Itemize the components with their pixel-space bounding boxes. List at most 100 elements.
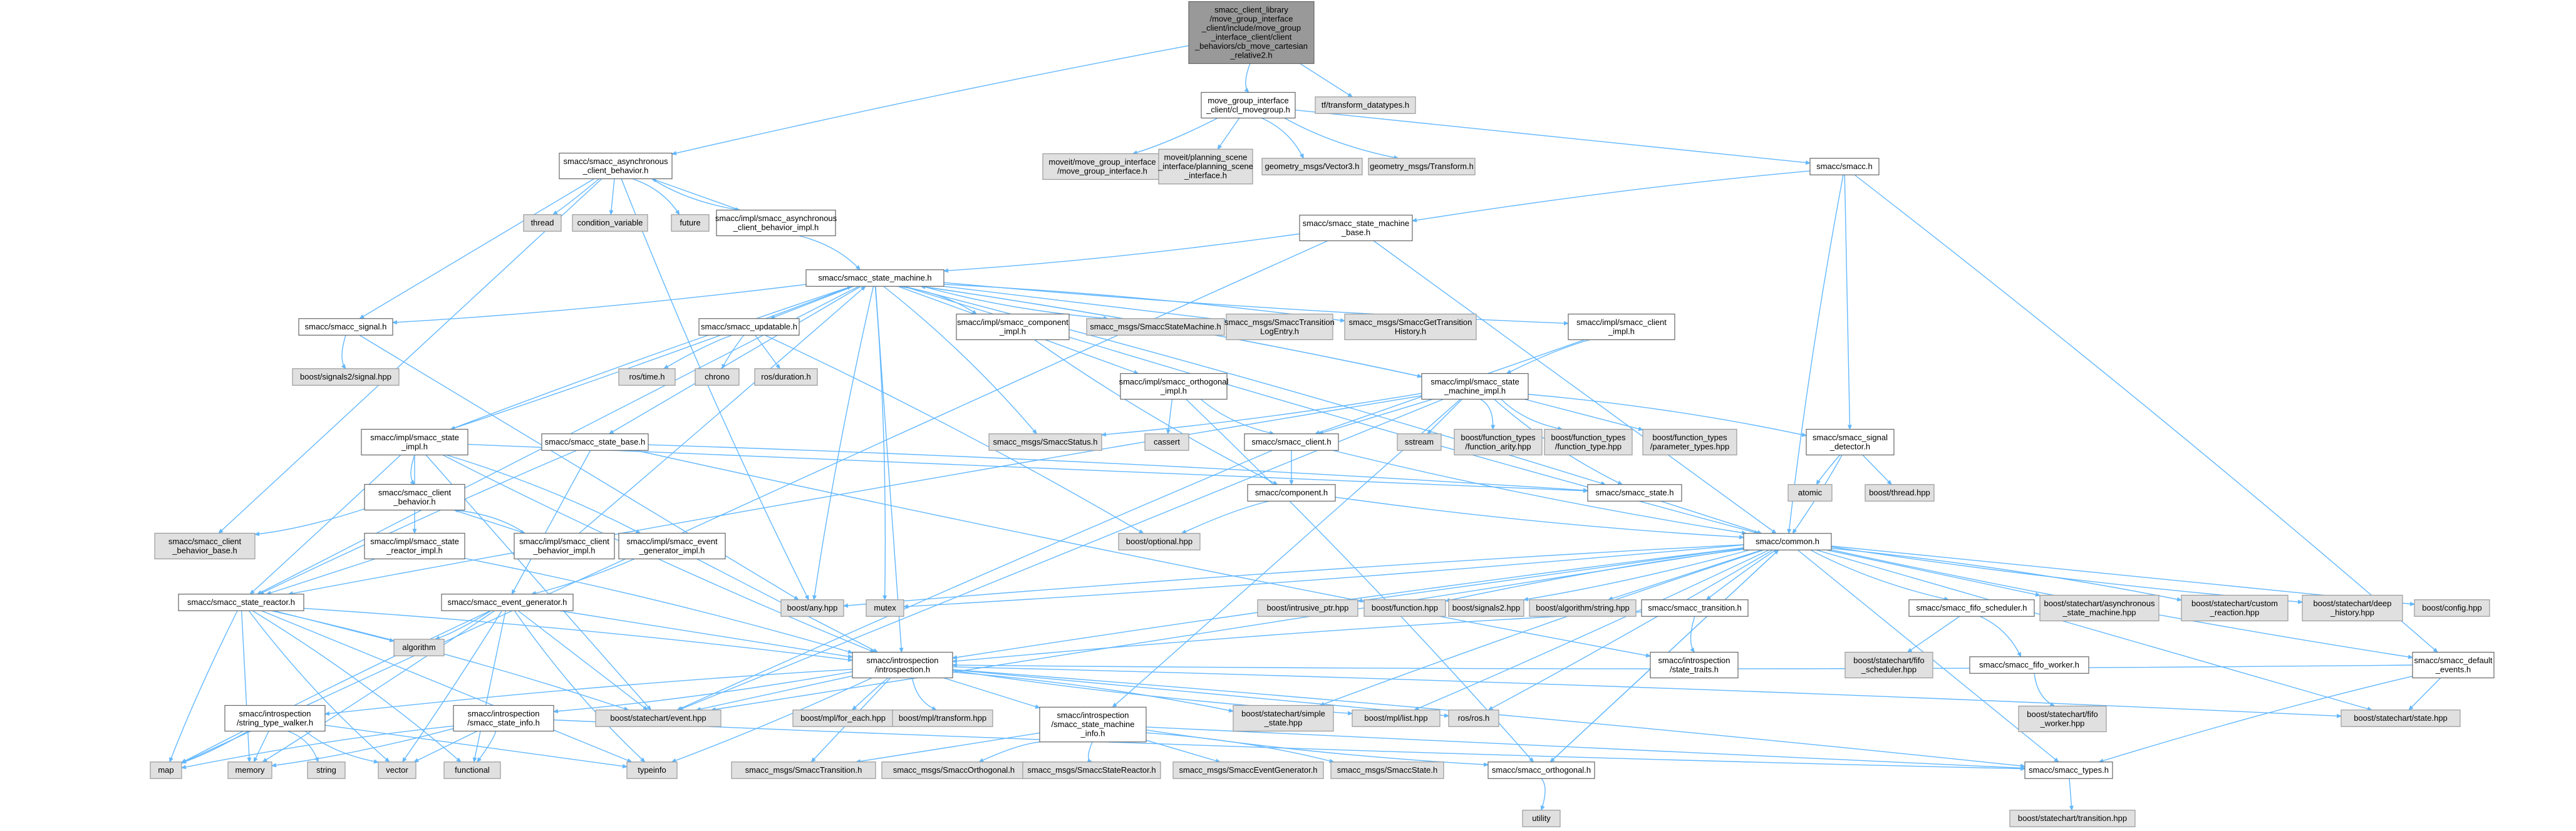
node-boost-thread: boost/thread.hpp — [1865, 484, 1935, 502]
node-label: smacc_msgs/SmaccGetTransition — [1349, 317, 1472, 327]
node-label: smacc_msgs/SmaccTransition — [1224, 317, 1335, 327]
node-label: _state.hpp — [1264, 718, 1303, 727]
node-box — [1448, 599, 1524, 617]
node-label: boost/any.hpp — [787, 603, 838, 612]
node-label: geometry_msgs/Transform.h — [1370, 162, 1474, 171]
node-introspection[interactable]: smacc/introspection/introspection.h — [852, 651, 953, 679]
node-state-machine[interactable]: smacc/smacc_state_machine.h — [805, 269, 944, 287]
node-sig-det[interactable]: smacc/smacc_signal_detector.h — [1806, 428, 1895, 456]
arrowhead — [401, 757, 407, 763]
dependency-edge — [770, 286, 854, 319]
node-stw[interactable]: smacc/introspection/string_type_walker.h — [224, 705, 326, 732]
arrowhead — [1739, 535, 1745, 540]
node-state-reactor[interactable]: smacc/smacc_state_reactor.h — [178, 594, 304, 611]
node-state-base[interactable]: smacc/smacc_state_base.h — [541, 433, 649, 451]
node-box — [1188, 1, 1315, 65]
node-state-traits[interactable]: smacc/introspection/state_traits.h — [1650, 651, 1739, 679]
arrowhead — [1540, 805, 1545, 811]
node-event-gen[interactable]: smacc/smacc_event_generator.h — [441, 594, 574, 611]
node-label: /smacc_state_info.h — [467, 718, 540, 727]
dependency-edge — [1788, 175, 1844, 534]
dependency-edge — [181, 725, 454, 768]
dependency-edge — [1284, 117, 1399, 159]
node-transition[interactable]: smacc/smacc_transition.h — [1641, 599, 1749, 617]
node-box — [866, 599, 904, 617]
node-signal[interactable]: smacc/smacc_signal.h — [298, 318, 393, 336]
node-box — [1172, 761, 1324, 779]
arrowhead — [794, 596, 800, 601]
node-box — [698, 318, 800, 336]
node-label: _reactor_impl.h — [386, 545, 443, 555]
node-types[interactable]: smacc/smacc_types.h — [2024, 761, 2113, 779]
arrowhead — [2408, 654, 2414, 659]
node-sc-async: boost/statechart/asynchronous_state_mach… — [2039, 594, 2160, 622]
node-orthogonal[interactable]: smacc/smacc_orthogonal.h — [1487, 761, 1595, 779]
node-comp-impl[interactable]: smacc/impl/smacc_component_impl.h — [956, 313, 1070, 341]
node-common[interactable]: smacc/common.h — [1743, 533, 1832, 550]
node-sr-impl[interactable]: smacc/impl/smacc_state_reactor_impl.h — [364, 532, 465, 560]
node-label: smacc/impl/smacc_client — [519, 537, 609, 546]
node-client-beh[interactable]: smacc/smacc_client_behavior.h — [364, 483, 465, 511]
node-component[interactable]: smacc/component.h — [1247, 484, 1336, 502]
node-box — [2412, 651, 2495, 679]
node-box — [541, 433, 649, 451]
node-sm-base[interactable]: smacc/smacc_state_machine_base.h — [1299, 214, 1413, 242]
arrowhead — [1771, 529, 1777, 534]
node-label: _machine_impl.h — [1444, 386, 1506, 395]
node-label: algorithm — [402, 643, 435, 652]
node-label: /string_type_walker.h — [237, 718, 313, 727]
node-client-impl[interactable]: smacc/impl/smacc_client_impl.h — [1568, 313, 1675, 341]
dependency-edge — [1541, 778, 1546, 810]
node-intrusive: boost/intrusive_ptr.hpp — [1257, 599, 1358, 617]
node-fifo-sched[interactable]: smacc/smacc_fifo_scheduler.h — [1908, 599, 2035, 617]
node-box — [292, 368, 400, 386]
node-cb-impl[interactable]: smacc/impl/smacc_client_behavior_impl.h — [514, 532, 615, 560]
arrowhead — [1617, 480, 1623, 485]
node-state-h[interactable]: smacc/smacc_state.h — [1587, 484, 1682, 502]
arrowhead — [899, 648, 904, 653]
arrowhead — [842, 603, 849, 608]
node-label: smacc_msgs/SmaccStatus.h — [993, 437, 1098, 446]
node-label: smacc/smacc_transition.h — [1648, 603, 1742, 612]
node-default-events[interactable]: smacc/smacc_default_events.h — [2412, 651, 2495, 679]
node-ortho-impl[interactable]: smacc/impl/smacc_orthogonal_impl.h — [1119, 373, 1229, 400]
node-geom-vector3: geometry_msgs/Vector3.h — [1261, 158, 1363, 175]
node-boost-any: boost/any.hpp — [780, 599, 844, 617]
arrowhead — [1357, 598, 1363, 603]
node-updatable[interactable]: smacc/smacc_updatable.h — [698, 318, 800, 336]
node-label: boost/thread.hpp — [1869, 488, 1930, 497]
node-mgi-client[interactable]: move_group_interface_client/cl_movegroup… — [1201, 91, 1296, 119]
node-eg-impl[interactable]: smacc/impl/smacc_event_generator_impl.h — [618, 532, 726, 560]
node-smacc-h[interactable]: smacc/smacc.h — [1809, 158, 1880, 175]
node-label: boost/statechart/event.hpp — [610, 713, 706, 723]
node-box — [618, 532, 726, 560]
node-state-info[interactable]: smacc/introspection/smacc_state_info.h — [453, 705, 554, 732]
arrowhead — [1801, 432, 1808, 437]
node-state-impl[interactable]: smacc/impl/smacc_state_impl.h — [361, 428, 468, 456]
node-cb-base: smacc/smacc_client_behavior_base.h — [154, 532, 256, 560]
node-label: /move_group_interface — [1210, 14, 1293, 23]
node-smi-impl[interactable]: smacc/impl/smacc_state_machine_impl.h — [1421, 373, 1529, 400]
node-label: geometry_msgs/Vector3.h — [1265, 162, 1359, 171]
dependency-edge — [559, 610, 853, 658]
node-label: smacc/introspection — [1057, 711, 1129, 720]
node-client-h[interactable]: smacc/smacc_client.h — [1244, 433, 1339, 451]
node-fifo-worker[interactable]: smacc/smacc_fifo_worker.h — [1969, 656, 2089, 674]
dependency-edge — [517, 610, 648, 711]
arrowhead — [477, 757, 482, 763]
node-smi-info[interactable]: smacc/introspection/smacc_state_machine_… — [1039, 706, 1147, 743]
node-label: smacc/smacc_state_reactor.h — [187, 597, 295, 607]
dependency-edge — [1318, 398, 1433, 435]
node-sc-custom: boost/statechart/custom_reaction.hpp — [2181, 594, 2289, 622]
arrowhead — [622, 764, 628, 768]
dependency-edge — [1217, 118, 1240, 150]
node-root[interactable]: smacc_client_library/move_group_interfac… — [1188, 1, 1315, 65]
arrowhead — [671, 151, 677, 155]
node-async-cb-impl[interactable]: smacc/impl/smacc_asynchronous_client_beh… — [715, 209, 837, 237]
dependency-edge — [266, 558, 376, 595]
node-label: _client_behavior.h — [582, 165, 649, 175]
node-async-cb[interactable]: smacc/smacc_asynchronous_client_behavior… — [559, 152, 673, 180]
node-label: move_group_interface — [1208, 96, 1288, 105]
node-label: boost/algorithm/string.hpp — [1536, 603, 1630, 612]
